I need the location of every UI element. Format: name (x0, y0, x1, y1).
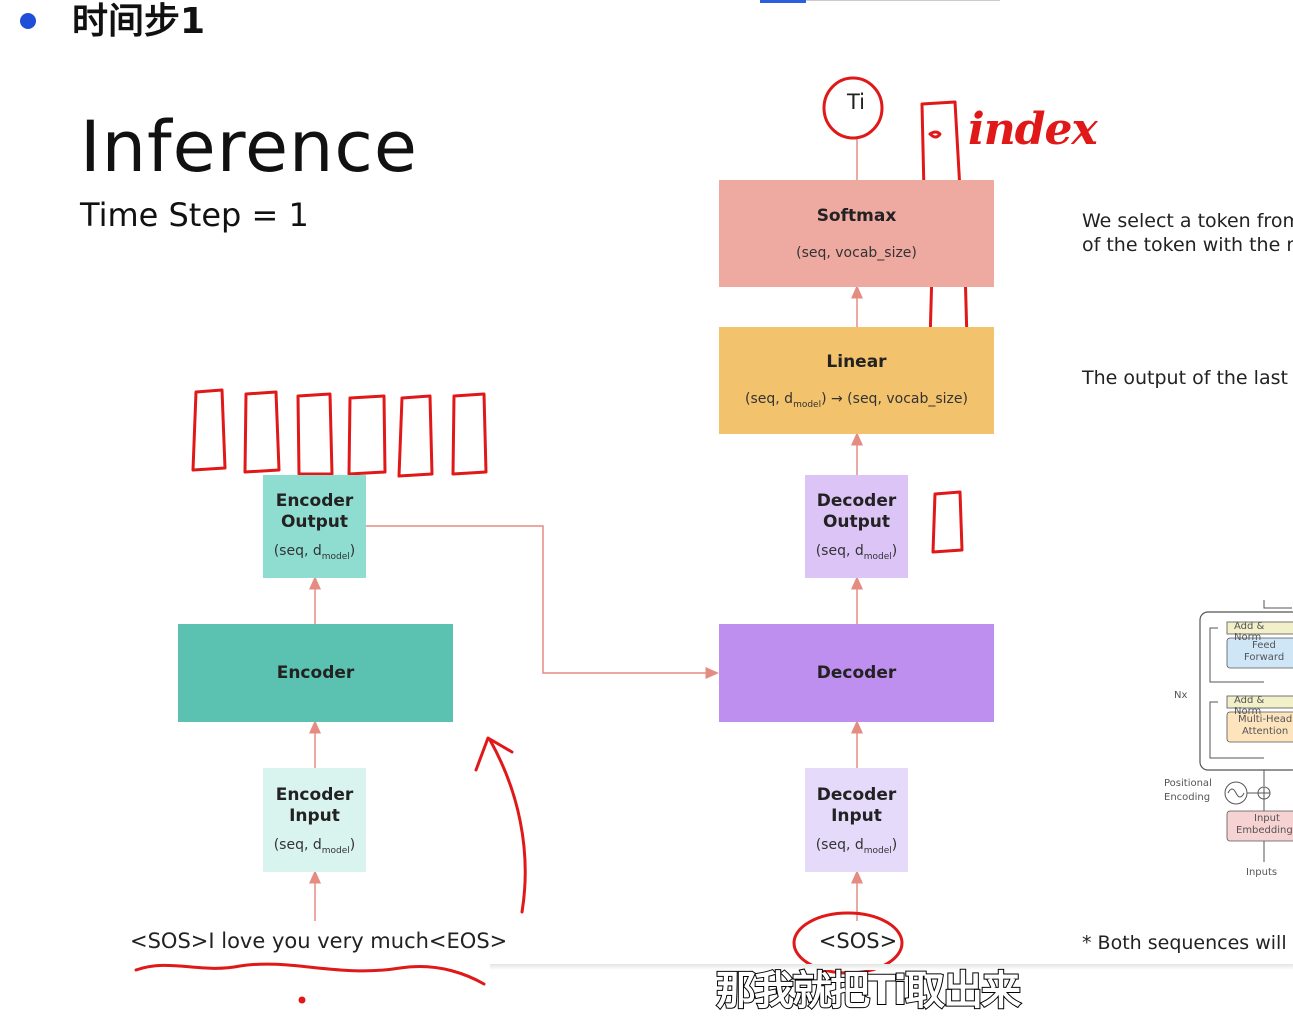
decoder-output-box: Decoder Output (seq, dmodel) (805, 475, 908, 578)
softmax-label: Softmax (816, 206, 897, 226)
transformer-figure: Add & Norm Feed Forward Add & Norm Multi… (1160, 600, 1293, 890)
encoder-vector-annotation-4 (347, 394, 387, 476)
fig-nx: Nx (1174, 690, 1188, 701)
output-token: Ti (846, 90, 866, 114)
decoder-vector-annotation (931, 490, 964, 554)
note-last-layer: The output of the last lay (1082, 367, 1293, 389)
circle-token-annotation (822, 76, 884, 140)
note-select-token-1: We select a token from (1082, 210, 1293, 232)
encoder-vector-annotation-3 (296, 392, 334, 476)
linear-shape: (seq, dmodel) → (seq, vocab_size) (745, 390, 968, 410)
softmax-shape: (seq, vocab_size) (796, 245, 917, 261)
fig-feed-forward-2: Forward (1244, 652, 1285, 663)
fig-add-norm-1: Add & Norm (1234, 621, 1265, 643)
encoder-sequence-text: <SOS>I love you very much<EOS> (130, 929, 508, 953)
fig-feed-forward-1: Feed (1252, 640, 1276, 651)
encoder-vector-annotation-1 (191, 388, 227, 472)
encoder-input-box: Encoder Input (seq, dmodel) (263, 768, 366, 872)
top-blue-line (760, 0, 806, 3)
fig-input-emb-1: Input (1254, 813, 1280, 824)
page-heading: 时间步1 (72, 1, 206, 42)
decoder-output-label-1: Decoder (816, 491, 897, 512)
slide-subtitle: Time Step = 1 (80, 196, 309, 234)
note-select-token-2: of the token with the m (1082, 234, 1293, 256)
decoder-input-label-2: Input (831, 805, 882, 826)
encoder-input-label-2: Input (289, 805, 340, 826)
encoder-box: Encoder (178, 624, 453, 722)
transformer-figure-lines (1199, 600, 1293, 862)
slide-bottom-shadow (490, 964, 1293, 970)
decoder-input-box: Decoder Input (seq, dmodel) (805, 768, 908, 872)
fig-pos-enc-1: Positional (1164, 778, 1212, 789)
encoder-vector-annotation-6 (451, 392, 488, 476)
fig-add-norm-2: Add & Norm (1234, 695, 1265, 717)
decoder-sequence-text: <SOS> (818, 929, 898, 953)
encoder-label: Encoder (276, 662, 355, 683)
decoder-input-label-1: Decoder (816, 784, 897, 805)
note-both-sequences: * Both sequences will ha (1082, 932, 1293, 954)
decoder-label: Decoder (816, 662, 897, 683)
decoder-input-shape: (seq, dmodel) (815, 836, 898, 856)
sentence-underline-annotation (134, 962, 486, 986)
fig-pos-enc-2: Encoding (1164, 792, 1211, 803)
encoder-output-label-1: Encoder (275, 491, 354, 512)
fig-mha-2: Attention (1242, 726, 1289, 737)
encoder-vector-annotation-5 (397, 394, 434, 478)
index-box-annotation (920, 100, 962, 194)
fig-input-emb-2: Embedding (1236, 825, 1293, 836)
curved-arrow-annotation (488, 738, 527, 914)
video-subtitle: 那我就把Ti取出来 (715, 967, 1022, 1015)
fig-mha-1: Multi-Head (1238, 714, 1293, 725)
linear-box: Linear (seq, dmodel) → (seq, vocab_size) (719, 327, 994, 434)
decoder-output-shape: (seq, dmodel) (815, 543, 898, 562)
encoder-output-shape: (seq, dmodel) (273, 543, 356, 562)
softmax-box: Softmax (seq, vocab_size) (719, 180, 994, 287)
encoder-input-label-1: Encoder (275, 784, 354, 805)
encoder-vector-annotation-2 (243, 390, 281, 474)
connector-arrows (309, 138, 863, 921)
linear-label: Linear (826, 351, 887, 372)
circle-sos-annotation (792, 911, 904, 975)
encoder-output-label-2: Output (280, 512, 349, 533)
red-annotations (134, 76, 969, 1004)
top-gray-line (806, 0, 1000, 1)
bullet-dot (20, 13, 36, 29)
fig-inputs: Inputs (1246, 867, 1278, 878)
slide-title: Inference (80, 106, 418, 188)
handwritten-index-label: index (968, 104, 1098, 155)
decoder-output-label-2: Output (822, 512, 891, 533)
encoder-input-shape: (seq, dmodel) (273, 836, 356, 856)
decoder-box: Decoder (719, 624, 994, 722)
encoder-output-box: Encoder Output (seq, dmodel) (263, 475, 366, 578)
